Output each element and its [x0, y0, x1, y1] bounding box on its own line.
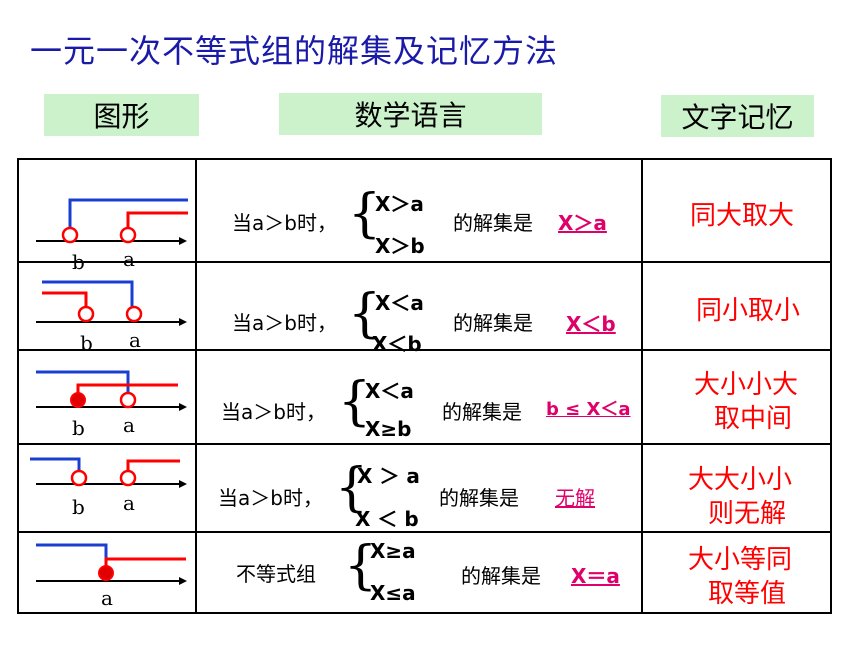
memory-line-1: 大小小大 [694, 370, 799, 400]
solution-result: b ≤ X＜a [546, 399, 631, 420]
inequality-2: X≥b [365, 417, 412, 441]
page-title: 一元一次不等式组的解集及记忆方法 [30, 32, 559, 70]
solution-result: 无解 [555, 486, 595, 510]
inequality-2: X≤a [370, 581, 416, 605]
solution-result: X＞a [558, 211, 607, 235]
point-label-a: a [101, 586, 113, 610]
point-label-b: b [72, 416, 85, 440]
memory-line-1: 同小取小 [696, 296, 801, 326]
solution-text: 的解集是 [461, 564, 541, 588]
solution-text: 的解集是 [439, 486, 519, 510]
point-label-b: b [72, 495, 85, 519]
point-label-b: b [80, 331, 93, 355]
inequality-1: X≥a [370, 539, 416, 563]
brace: { [338, 372, 372, 432]
point-label-a: a [123, 491, 135, 515]
column-divider [641, 160, 643, 612]
memory-line-2: 取等值 [708, 579, 787, 609]
memory-rule: 大小等同 取等值 [688, 543, 792, 611]
solution-text: 的解集是 [442, 400, 522, 424]
solution-result: X＝a [571, 564, 620, 588]
point-label-a: a [129, 328, 141, 352]
header-math: 数学语言 [279, 93, 542, 135]
inequality-2: X＜b [372, 332, 422, 356]
memory-line-1: 大大小小 [688, 465, 793, 495]
memory-line-1: 同大取大 [690, 201, 795, 231]
solution-text: 的解集是 [453, 311, 533, 335]
memory-line-2: 取中间 [714, 404, 793, 434]
memory-rule: 大小小大 取中间 [694, 368, 798, 436]
row-divider [19, 261, 830, 263]
inequality-2: X ＜ b [355, 507, 419, 531]
brace: { [344, 536, 378, 596]
condition-prefix: 当a＞b时， [221, 400, 326, 424]
brace: { [335, 458, 369, 518]
point-label-b: b [72, 250, 85, 274]
inequality-2: X＞b [375, 234, 425, 258]
row-divider [19, 349, 830, 351]
condition-prefix: 当a＞b时， [232, 211, 337, 235]
solution-result: X＜b [566, 312, 616, 336]
inequality-1: X＜a [375, 291, 424, 315]
memory-rule: 大大小小 则无解 [688, 463, 792, 531]
memory-rule: 同大取大 [690, 199, 794, 233]
point-label-a: a [123, 247, 135, 271]
inequality-1: X＞a [375, 192, 424, 216]
memory-line-2: 则无解 [708, 499, 787, 529]
row-divider [19, 443, 830, 445]
inequality-1: X ＞ a [357, 464, 420, 488]
condition-prefix: 不等式组 [236, 562, 316, 586]
condition-prefix: 当a＞b时， [218, 486, 323, 510]
header-graph: 图形 [44, 94, 199, 136]
row-divider [19, 531, 830, 533]
solution-text: 的解集是 [453, 211, 533, 235]
memory-line-1: 大小等同 [688, 545, 793, 575]
memory-rule: 同小取小 [696, 294, 800, 328]
inequality-1: X＜a [365, 379, 414, 403]
column-divider [195, 160, 197, 612]
brace: { [348, 184, 382, 244]
solution-table [17, 158, 832, 614]
point-label-a: a [123, 413, 135, 437]
brace: { [348, 284, 382, 344]
condition-prefix: 当a＞b时， [232, 311, 337, 335]
header-memory: 文字记忆 [661, 95, 814, 137]
